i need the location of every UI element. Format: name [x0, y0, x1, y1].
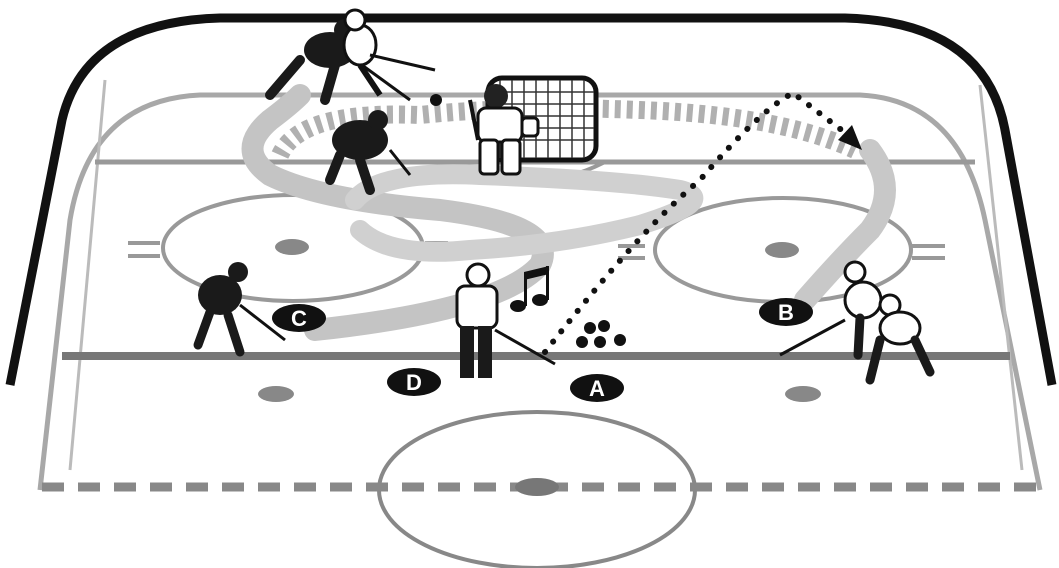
glass-left	[70, 80, 105, 470]
center-dot	[515, 478, 559, 496]
glass-right	[980, 85, 1022, 470]
player-light-right-2	[870, 295, 930, 380]
neutral-dot-left	[258, 386, 294, 402]
marker-a: A	[570, 374, 624, 402]
player-light-top	[344, 10, 435, 95]
marker-b: B	[759, 298, 813, 326]
player-dark-left	[198, 262, 285, 352]
marker-a-label: A	[589, 376, 605, 401]
marker-c-label: C	[291, 306, 307, 331]
marker-b-label: B	[778, 300, 794, 325]
neutral-dot-right	[785, 386, 821, 402]
marker-d-label: D	[406, 370, 422, 395]
faceoff-dot-right	[765, 242, 799, 258]
faceoff-dot-left	[275, 239, 309, 255]
marker-d: D	[387, 368, 441, 396]
marker-c: C	[272, 304, 326, 332]
